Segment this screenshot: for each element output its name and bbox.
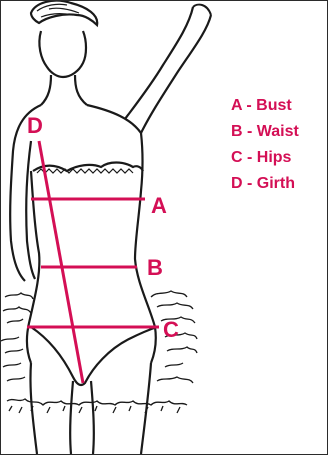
legend-item-hips: C - Hips [231,145,299,171]
figure-label-d: D [27,115,43,137]
raised-hand-outline [193,5,211,15]
raised-arm-outline [87,7,211,133]
tutu-left-fringe [1,293,33,381]
legend-item-bust: A - Bust [231,93,299,119]
girth-measure-line [39,141,83,383]
figure-label-a: A [151,195,167,217]
right-leg-outline [91,363,151,454]
figure-label-c: C [163,319,179,341]
tutu-bottom-fringe [7,399,187,413]
measurement-legend: A - Bust B - Waist C - Hips D - Girth [231,93,299,197]
neck-outline [41,75,87,105]
legend-item-girth: D - Girth [231,171,299,197]
head-outline [39,31,86,77]
figure-label-b: B [147,257,163,279]
briefs-outline [31,327,157,385]
bustier-ruffle [37,169,133,173]
legend-item-waist: B - Waist [231,119,299,145]
left-leg-outline [30,363,73,454]
